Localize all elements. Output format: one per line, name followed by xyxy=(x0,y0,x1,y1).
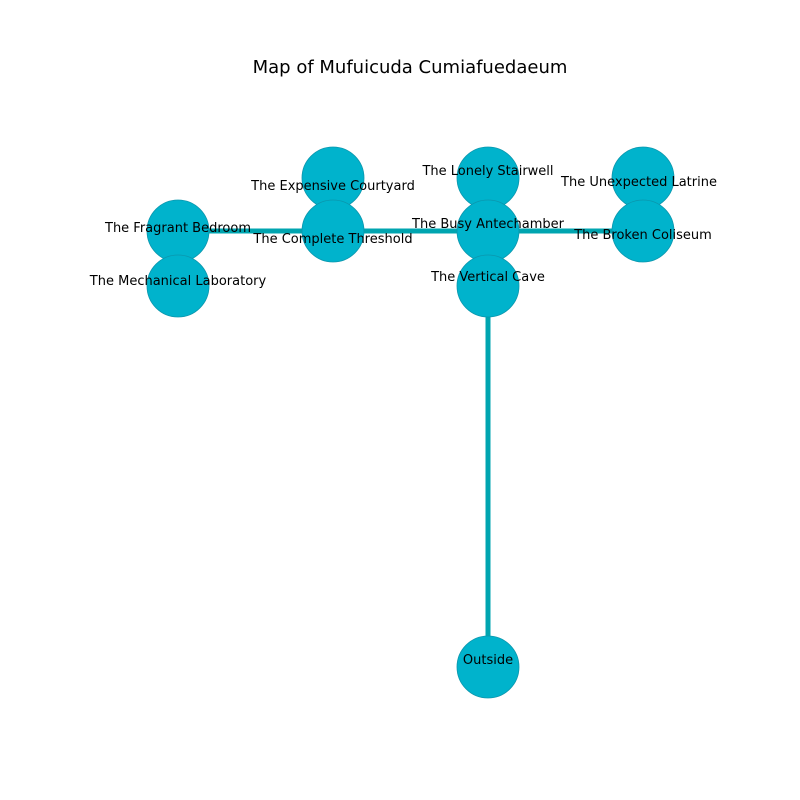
labels-layer: The Expensive Courtyard The Lonely Stairw… xyxy=(89,164,717,668)
map-title: Map of Mufuicuda Cumiafuedaeum xyxy=(253,57,568,78)
room-node-outside xyxy=(456,635,520,699)
room-label-fragrant-bedroom: The Fragrant Bedroom xyxy=(104,221,251,236)
room-node-mechanical-laboratory xyxy=(146,254,210,318)
room-label-unexpected-latrine: The Unexpected Latrine xyxy=(560,175,717,190)
room-node-vertical-cave xyxy=(456,254,520,318)
room-node-complete-threshold xyxy=(301,199,365,263)
room-label-complete-threshold: The Complete Threshold xyxy=(252,232,412,247)
rooms-layer xyxy=(146,146,675,699)
room-label-lonely-stairwell: The Lonely Stairwell xyxy=(421,164,553,179)
room-label-outside: Outside xyxy=(463,653,513,668)
room-label-broken-coliseum: The Broken Coliseum xyxy=(573,228,712,243)
room-node-broken-coliseum xyxy=(611,199,675,263)
room-label-busy-antechamber: The Busy Antechamber xyxy=(411,217,565,232)
connections-layer xyxy=(178,228,643,667)
room-label-expensive-courtyard: The Expensive Courtyard xyxy=(250,179,415,194)
room-label-mechanical-laboratory: The Mechanical Laboratory xyxy=(89,274,267,289)
room-label-vertical-cave: The Vertical Cave xyxy=(430,270,545,285)
